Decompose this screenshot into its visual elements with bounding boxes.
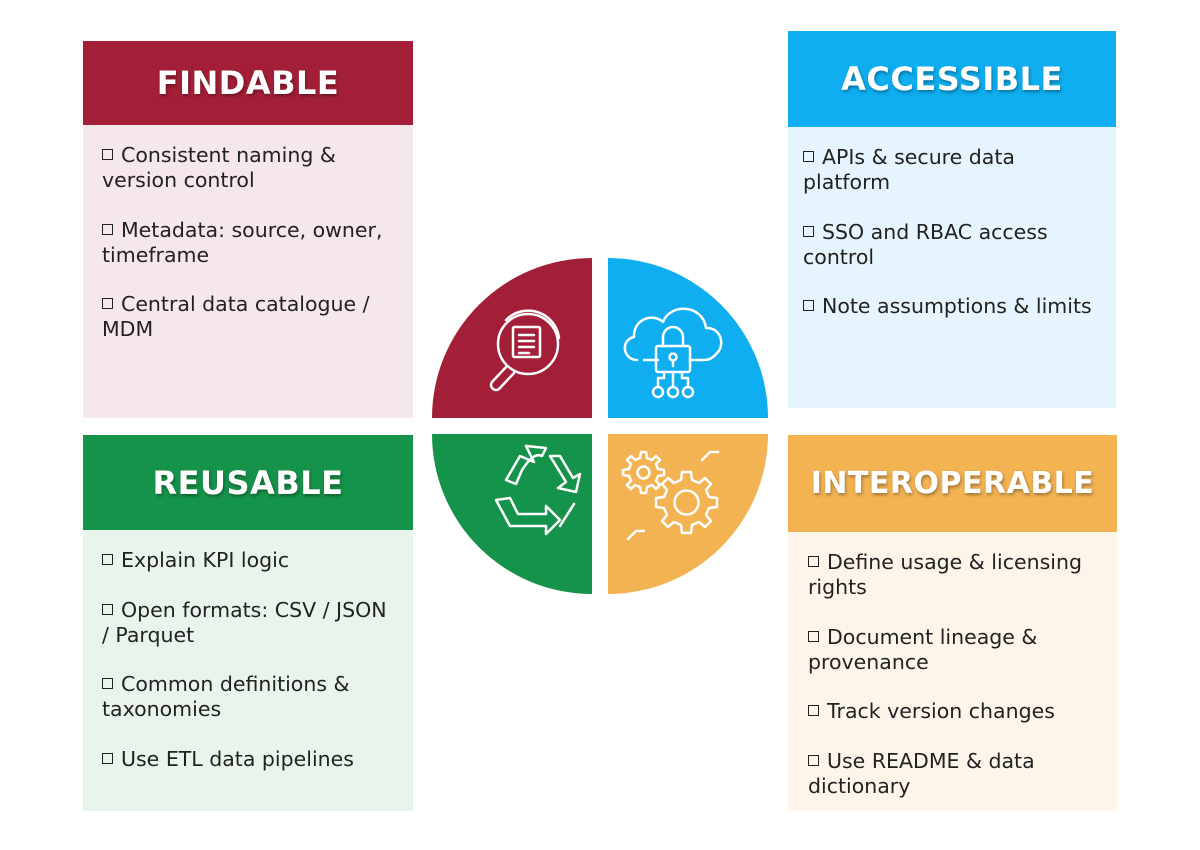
reusable-list: Explain KPI logic Open formats: CSV / JS… [102, 548, 397, 772]
accessible-list: APIs & secure data platform SSO and RBAC… [803, 145, 1100, 319]
accessible-card: ACCESSIBLE APIs & secure data platform S… [788, 31, 1116, 408]
list-item: Use README & data dictionary [808, 748, 1035, 798]
findable-title: FINDABLE [156, 64, 340, 102]
magnifying-glass-document-icon [489, 309, 561, 392]
checkbox-icon [102, 554, 113, 565]
findable-card: FINDABLE Consistent naming & version con… [83, 41, 413, 418]
interoperable-title: INTEROPERABLE [810, 466, 1095, 501]
reusable-quadrant [432, 434, 592, 594]
reusable-body: Explain KPI logic Open formats: CSV / JS… [83, 530, 413, 811]
accessible-body: APIs & secure data platform SSO and RBAC… [788, 127, 1116, 408]
list-item: Track version changes [808, 699, 1101, 724]
accessible-quadrant [608, 258, 768, 418]
accessible-header: ACCESSIBLE [788, 31, 1116, 127]
checkbox-icon [102, 223, 113, 235]
findable-header: FINDABLE [83, 41, 413, 125]
list-item: APIs & secure data platform [803, 145, 1015, 194]
checkbox-icon [102, 298, 113, 309]
findable-list: Consistent naming & version control Meta… [102, 143, 397, 342]
checkbox-icon [102, 678, 113, 689]
reusable-card: REUSABLE Explain KPI logic Open formats:… [83, 435, 413, 811]
list-item: Central data catalogue / MDM [102, 292, 370, 341]
reusable-title: REUSABLE [152, 463, 344, 502]
list-item: Consistent naming & version control [102, 143, 336, 192]
checkbox-icon [102, 603, 113, 615]
checkbox-icon [808, 630, 819, 642]
fair-quadrant-circle [432, 258, 768, 594]
checkbox-icon [808, 754, 819, 766]
list-item: Define usage & licensing rights [808, 550, 1082, 599]
interoperable-list: Define usage & licensing rights Document… [808, 550, 1101, 799]
cloud-lock-icon [623, 307, 723, 399]
interoperable-card: INTEROPERABLE Define usage & licensing r… [788, 435, 1117, 811]
checkbox-icon [102, 752, 113, 764]
list-item: Common definitions & taxonomies [102, 672, 350, 721]
list-item: Open formats: CSV / JSON / Parquet [102, 597, 387, 647]
interoperable-header: INTEROPERABLE [788, 435, 1117, 532]
list-item: Use ETL data pipelines [102, 747, 397, 772]
interoperable-body: Define usage & licensing rights Document… [788, 532, 1117, 811]
checkbox-icon [803, 300, 814, 311]
list-item: SSO and RBAC access control [803, 219, 1048, 269]
findable-body: Consistent naming & version control Meta… [83, 125, 413, 418]
gears-icon [621, 450, 720, 541]
list-item: Metadata: source, owner, timeframe [102, 217, 383, 267]
reusable-header: REUSABLE [83, 435, 413, 530]
list-item: Note assumptions & limits [803, 294, 1100, 319]
checkbox-icon [803, 225, 814, 237]
checkbox-icon [803, 151, 814, 162]
accessible-title: ACCESSIBLE [841, 60, 1063, 98]
checkbox-icon [808, 705, 819, 716]
recycle-icon [494, 444, 582, 536]
list-item: Explain KPI logic [102, 548, 397, 573]
checkbox-icon [102, 149, 113, 160]
checkbox-icon [808, 556, 819, 567]
list-item: Document lineage & provenance [808, 624, 1038, 674]
